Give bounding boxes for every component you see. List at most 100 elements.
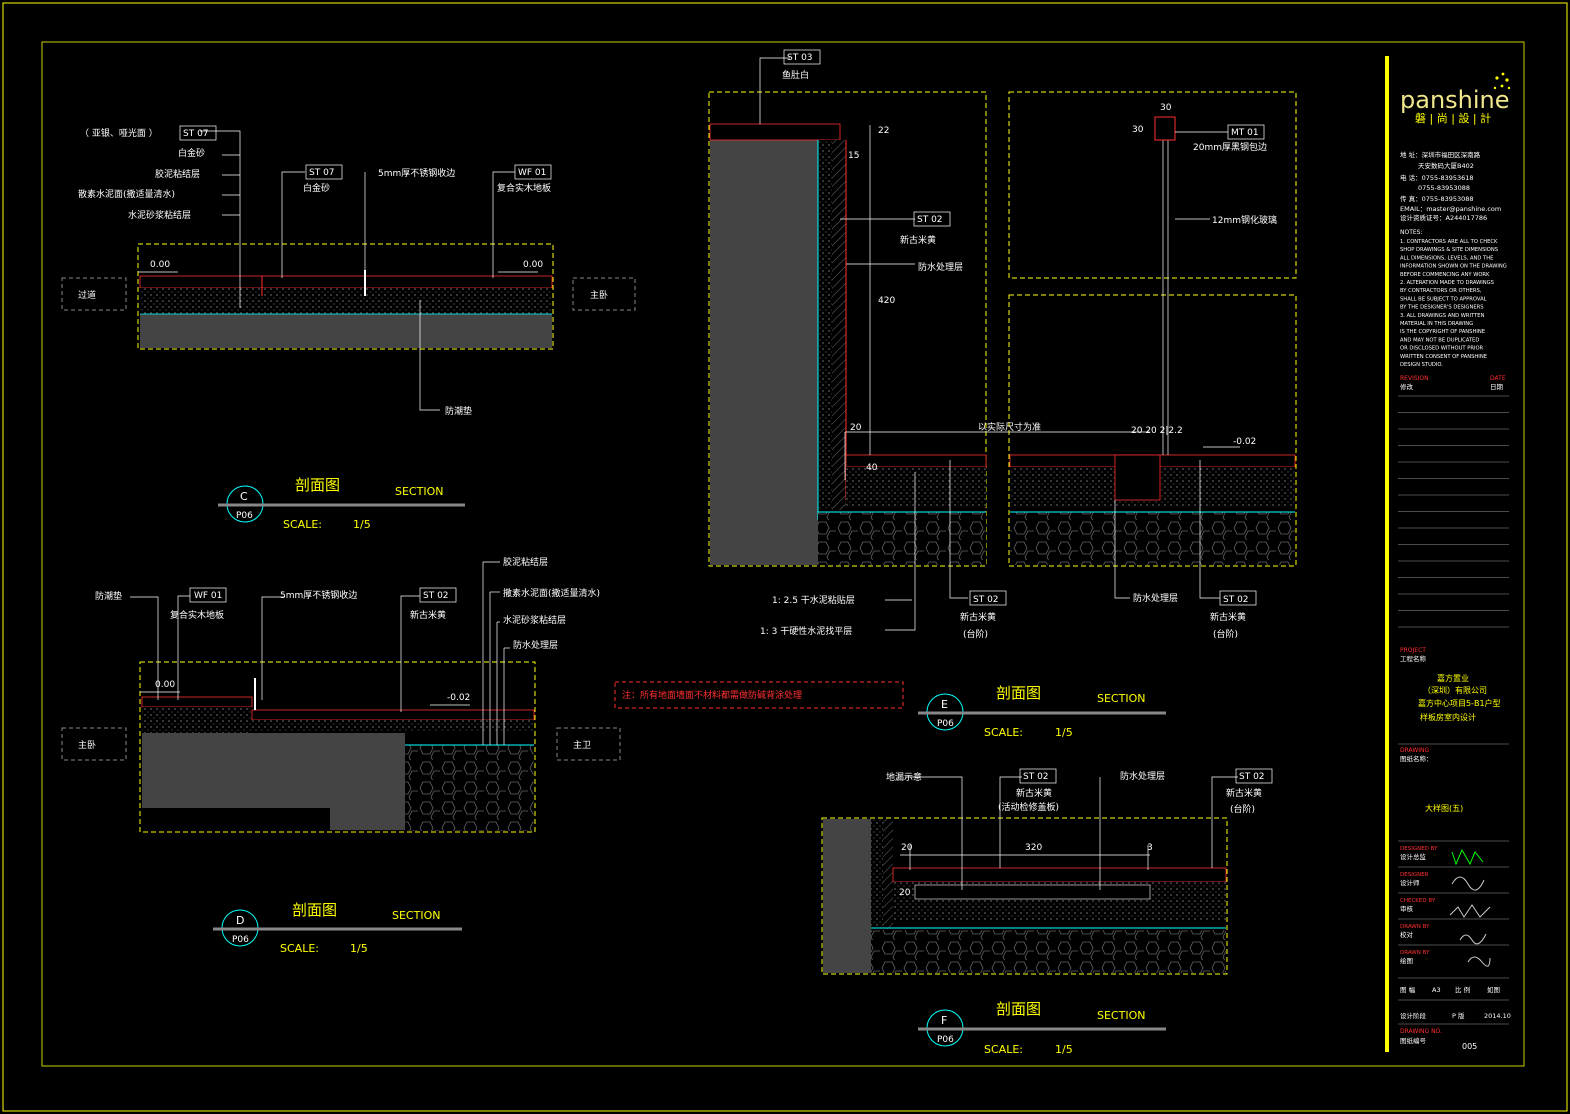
e-waterproof: 防水处理层 <box>918 261 963 273</box>
e-glass-note1: 20mm厚黑钢包边 <box>1193 141 1267 153</box>
f-id: F <box>941 1014 947 1027</box>
e-dim-30a: 30 <box>1160 103 1172 113</box>
e-tag-top: ST 03 <box>787 53 813 63</box>
section-c-labels: （ 亚银、哑光面 ） ST 07 白金砂 胶泥粘结层 散素水泥面(撒适量清水) … <box>78 127 608 417</box>
date-label-en: DATE <box>1490 375 1506 382</box>
d-scale-label: SCALE: <box>280 942 319 955</box>
c-tag2: ST 07 <box>309 168 335 178</box>
drawing-name: 大样图(五) <box>1425 803 1463 813</box>
rev-label-en: REVISION <box>1400 375 1429 382</box>
logo-stars-icon <box>1493 72 1511 90</box>
section-e <box>708 49 1297 631</box>
note-line: SHOP DRAWINGS & SITE DIMENSIONS <box>1400 247 1498 253</box>
d-id: D <box>236 914 244 927</box>
d-tag1-sub: 复合实木地板 <box>170 609 224 621</box>
e-dim-30b: 30 <box>1132 125 1144 135</box>
f-scale-value: 1/5 <box>1055 1043 1073 1056</box>
role-label-cn: 绘图 <box>1400 956 1413 965</box>
tel2: 0755-83953088 <box>1418 184 1470 192</box>
e-title-en: SECTION <box>1097 692 1145 705</box>
rev-label: 修改 <box>1400 382 1414 391</box>
e-tag-mid-sub: 新古米黄 <box>900 234 936 246</box>
note-line: DESIGN STUDIO. <box>1400 362 1443 368</box>
project-label: PROJECT <box>1400 647 1426 654</box>
signatures <box>1449 848 1491 967</box>
c-level-right: 0.00 <box>523 260 543 270</box>
drawing-no-label: DRAWING NO. <box>1400 1028 1442 1035</box>
role-label-en: DRAWN BY <box>1400 924 1430 930</box>
c-ref: P06 <box>236 511 253 521</box>
c-tag1-sub: 白金砂 <box>178 147 205 159</box>
email: EMAIL：master@panshine.com <box>1400 205 1501 213</box>
note-line: SHALL BE SUBJECT TO APPROVAL <box>1400 296 1487 302</box>
c-room-left: 过道 <box>78 289 96 301</box>
f-drain: 地漏示意 <box>886 771 922 783</box>
section-d-title: D P06 剖面图 SECTION SCALE: 1/5 <box>213 901 462 955</box>
phase-label: 设计阶段 <box>1400 1011 1427 1020</box>
note-line: IS THE COPYRIGHT OF PANSHINE <box>1400 329 1485 335</box>
d-room-left: 主卧 <box>78 739 96 751</box>
e-tag-b1: ST 02 <box>973 595 999 605</box>
brand-cn: 磐 | 尚 | 設 | 計 <box>1415 111 1491 125</box>
c-scale-label: SCALE: <box>283 518 322 531</box>
d-layer4: 防水处理层 <box>513 639 558 651</box>
note-line: 2. ALTERATION MADE TO DRAWINGS <box>1400 280 1494 286</box>
license: 设计资质证号：A244017786 <box>1400 213 1487 222</box>
e-tag-b2-sub: 新古米黄 <box>1210 611 1246 623</box>
d-tag2-sub: 新古米黄 <box>410 609 446 621</box>
e-tag-b1-sub: 新古米黄 <box>960 611 996 623</box>
e-dims-right: 20 20 2|2.2 <box>1131 426 1183 436</box>
client3: 嘉方中心项目5-B1户型 <box>1418 698 1501 708</box>
notes-head: NOTES: <box>1400 229 1423 236</box>
c-layer3: 水泥砂浆粘结层 <box>128 209 191 221</box>
d-room-right: 主卫 <box>573 739 591 751</box>
e-tag-top-sub: 鱼肚白 <box>782 69 809 81</box>
c-tag2-sub: 白金砂 <box>303 182 330 194</box>
section-e-title: E P06 剖面图 SECTION SCALE: 1/5 <box>918 684 1166 739</box>
address1: 地 址：深圳市福田区深南路 <box>1400 150 1481 159</box>
d-layer2: 撒素水泥面(撒适量清水) <box>503 587 600 599</box>
scale-value: 如图 <box>1487 985 1500 994</box>
tel1: 电 话：0755-83953618 <box>1400 173 1474 182</box>
date-label: 日期 <box>1490 383 1504 391</box>
red-note-text: 注：所有地面墙面不材料都需做防碱背涂处理 <box>622 689 802 701</box>
c-tag1: ST 07 <box>183 129 209 139</box>
d-tag2: ST 02 <box>423 591 449 601</box>
e-dim-15: 15 <box>848 151 859 161</box>
red-note: 注：所有地面墙面不材料都需做防碱背涂处理 <box>614 681 904 709</box>
e-glass-tag: MT 01 <box>1231 128 1259 138</box>
f-dim-320: 320 <box>1025 843 1042 853</box>
drawing-no: 005 <box>1462 1042 1477 1051</box>
revision-table <box>1398 395 1509 628</box>
c-room-right: 主卧 <box>590 289 608 301</box>
note-line: MATERIAL IN THIS DRAWING <box>1400 321 1473 327</box>
d-layer1: 胶泥粘结层 <box>503 556 548 568</box>
e-dim-line: 以实际尺寸为准 <box>978 421 1041 433</box>
e-dim-20: 20 <box>850 423 862 433</box>
c-top-note: （ 亚银、哑光面 ） <box>80 127 158 139</box>
note-line: WRITTEN CONSENT OF PANSHINE <box>1400 354 1487 360</box>
f-waterproof: 防水处理层 <box>1120 770 1165 782</box>
d-scale-value: 1/5 <box>350 942 368 955</box>
section-d-labels: 防潮垫 WF 01 复合实木地板 5mm厚不锈钢收边 ST 02 新古米黄 胶泥… <box>78 556 600 751</box>
d-level-left: 0.00 <box>155 680 175 690</box>
e-tag-b2-sub2: (台阶) <box>1213 628 1238 640</box>
e-glass-note2: 12mm钢化玻璃 <box>1212 214 1277 226</box>
client4: 样板房室内设计 <box>1420 712 1476 722</box>
role-label-cn: 设计师 <box>1400 878 1420 887</box>
f-dim-20: 20 <box>901 843 913 853</box>
c-layer1: 胶泥粘结层 <box>155 168 200 180</box>
c-title-en: SECTION <box>395 485 443 498</box>
role-label-en: DESIGNER <box>1400 872 1429 878</box>
d-strip: 5mm厚不锈钢收边 <box>280 589 357 601</box>
e-dim-420: 420 <box>878 296 895 306</box>
d-moisture: 防潮垫 <box>95 590 122 602</box>
f-dim-20b: 20 <box>899 888 911 898</box>
e-tag-b2: ST 02 <box>1223 595 1249 605</box>
scale-label: 比 例 <box>1455 985 1470 994</box>
d-ref: P06 <box>232 935 249 945</box>
c-layer2: 散素水泥面(撒适量清水) <box>78 188 175 200</box>
brand-logo: panshine <box>1400 86 1510 114</box>
